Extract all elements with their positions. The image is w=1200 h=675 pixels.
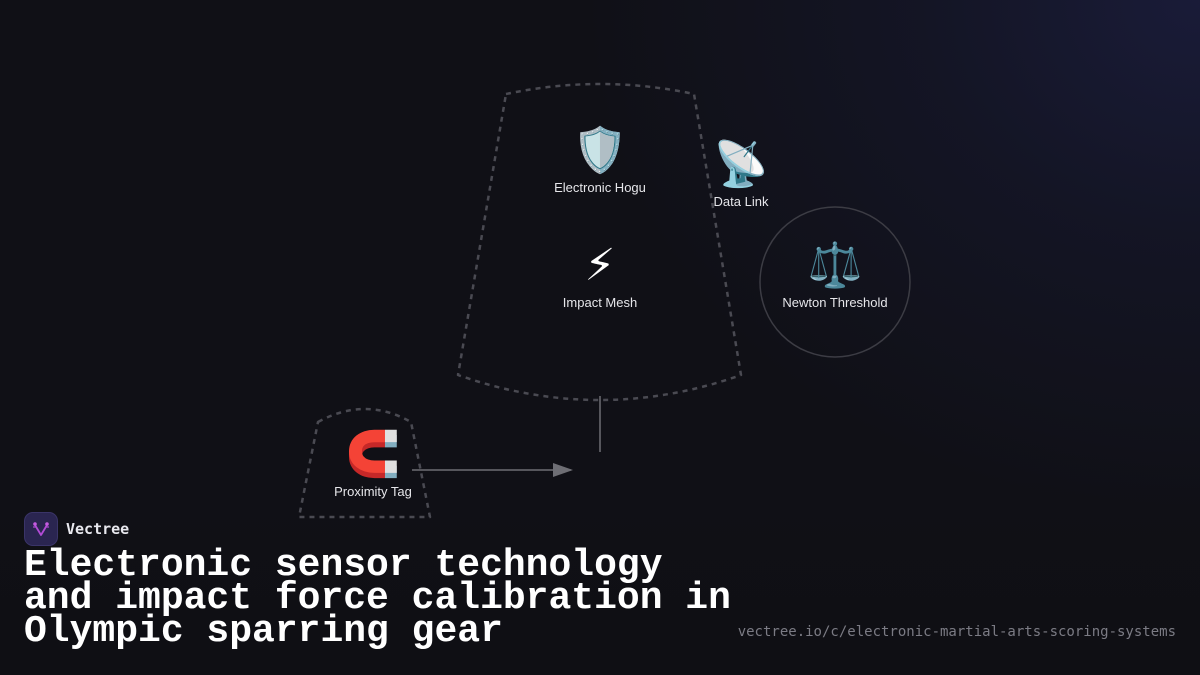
page-title: Electronic sensor technology and impact … xyxy=(24,544,731,653)
node-label: Electronic Hogu xyxy=(554,180,646,195)
brand[interactable]: Vectree xyxy=(24,512,129,546)
magnet-icon: 🧲 xyxy=(345,429,401,480)
newton-threshold-circle xyxy=(759,206,911,358)
vectree-logo-icon xyxy=(24,512,58,546)
shield-icon: 🛡️ xyxy=(572,125,628,176)
lightning-icon: ⚡ xyxy=(584,240,616,291)
node-impact-mesh[interactable]: ⚡ Impact Mesh xyxy=(562,240,638,311)
node-newton-threshold[interactable]: ⚖️ Newton Threshold xyxy=(782,240,888,311)
node-proximity-tag[interactable]: 🧲 Proximity Tag xyxy=(334,429,412,500)
node-label: Data Link xyxy=(713,194,769,209)
source-url[interactable]: vectree.io/c/electronic-martial-arts-sco… xyxy=(737,624,1176,640)
node-label: Impact Mesh xyxy=(562,295,638,310)
node-label: Proximity Tag xyxy=(334,484,412,499)
node-data-link[interactable]: 📡 Data Link xyxy=(713,139,769,210)
brand-name: Vectree xyxy=(66,520,130,538)
proximity-cluster-outline xyxy=(297,407,432,519)
satellite-dish-icon: 📡 xyxy=(713,139,769,190)
balance-scale-icon: ⚖️ xyxy=(807,240,863,291)
node-label: Newton Threshold xyxy=(782,295,888,310)
node-electronic-hogu[interactable]: 🛡️ Electronic Hogu xyxy=(554,125,646,196)
main-cluster-outline xyxy=(456,82,743,402)
